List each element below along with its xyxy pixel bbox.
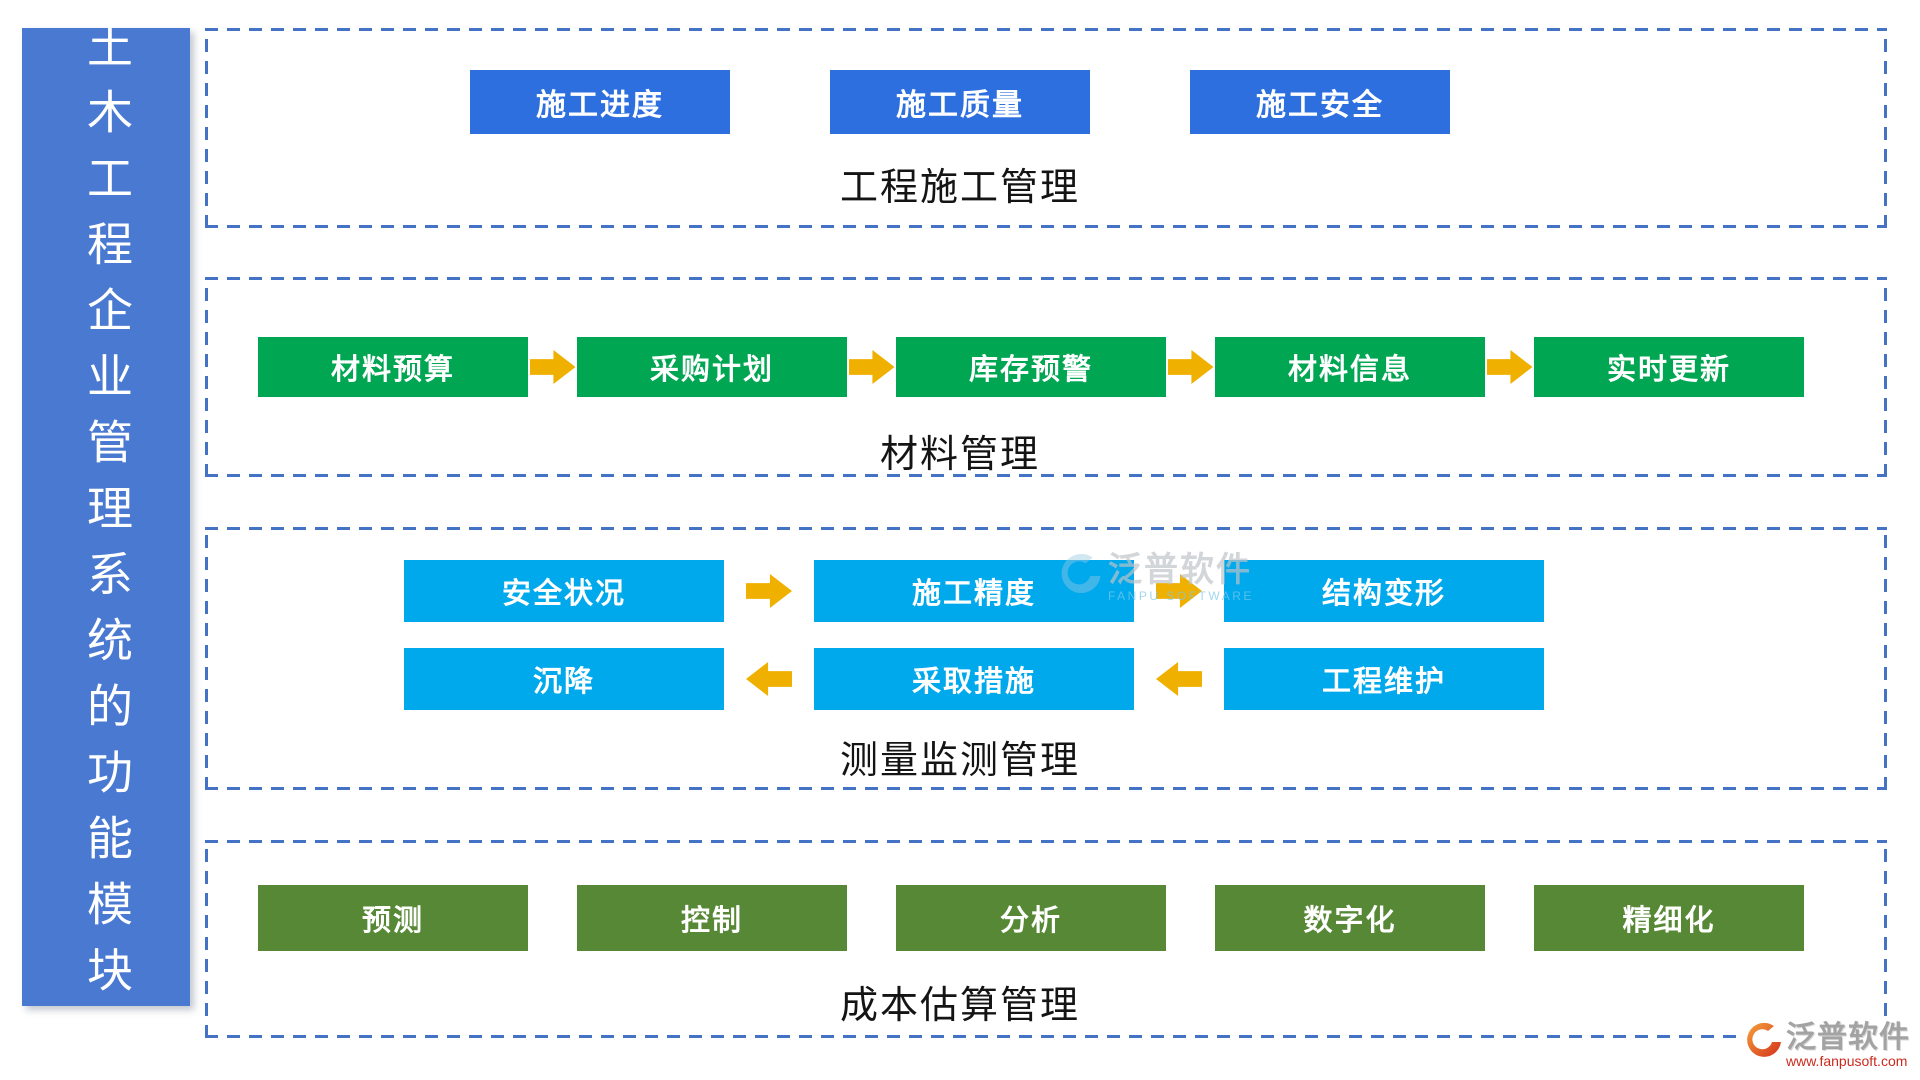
button-construction-safety[interactable]: 施工安全	[1190, 70, 1450, 134]
sidebar-title: 土木工程企业管理系统的功能模块	[81, 22, 132, 1012]
sidebar-banner: 土木工程企业管理系统的功能模块	[22, 22, 190, 1012]
button-control[interactable]: 控制	[577, 885, 847, 951]
arrow-right-icon	[746, 574, 792, 608]
section-cost: 预测 控制 分析 数字化 精细化 成本估算管理	[205, 840, 1887, 1038]
button-structural-deformation[interactable]: 结构变形	[1224, 560, 1544, 622]
button-forecast[interactable]: 预测	[258, 885, 528, 951]
button-take-measures[interactable]: 采取措施	[814, 648, 1134, 710]
cost-button-row: 预测 控制 分析 数字化 精细化	[258, 885, 1804, 951]
monitoring-row-bottom: 沉降 采取措施 工程维护	[404, 648, 1544, 710]
arrow-left-icon	[1156, 662, 1202, 696]
fanpu-logo-icon	[1747, 1022, 1781, 1057]
section-title-construction: 工程施工管理	[839, 167, 1080, 209]
button-material-info[interactable]: 材料信息	[1215, 337, 1485, 397]
button-purchase-plan[interactable]: 采购计划	[577, 337, 847, 397]
button-settlement[interactable]: 沉降	[404, 648, 724, 710]
button-construction-progress[interactable]: 施工进度	[470, 70, 730, 134]
arrow-right-icon	[848, 350, 895, 384]
vendor-url: www.fanpusoft.com	[1786, 1053, 1908, 1069]
arrow-right-icon	[1156, 574, 1202, 608]
button-inventory-warning[interactable]: 库存预警	[896, 337, 1166, 397]
arrow-right-icon	[529, 350, 576, 384]
button-material-budget[interactable]: 材料预算	[258, 337, 528, 397]
arrow-right-icon	[1486, 350, 1533, 384]
arrow-right-icon	[1167, 350, 1214, 384]
button-safety-status[interactable]: 安全状况	[404, 560, 724, 622]
vendor-logo: 泛普软件 www.fanpusoft.com	[1742, 1020, 1912, 1071]
section-monitoring: 安全状况 施工精度 结构变形 沉降 采取措施 工程维护 测量监测管理	[205, 527, 1887, 790]
section-title-cost: 成本估算管理	[839, 985, 1080, 1027]
button-construction-quality[interactable]: 施工质量	[830, 70, 1090, 134]
button-digitization[interactable]: 数字化	[1215, 885, 1485, 951]
section-title-material: 材料管理	[879, 434, 1040, 476]
section-construction: 施工进度 施工质量 施工安全 工程施工管理	[205, 28, 1887, 228]
button-construction-precision[interactable]: 施工精度	[814, 560, 1134, 622]
vendor-name: 泛普软件	[1786, 1021, 1910, 1054]
button-refinement[interactable]: 精细化	[1534, 885, 1804, 951]
section-title-monitoring: 测量监测管理	[839, 740, 1080, 782]
section-material: 材料预算 采购计划 库存预警 材料信息 实时更新 材料管理	[205, 277, 1887, 477]
button-realtime-update[interactable]: 实时更新	[1534, 337, 1804, 397]
construction-button-row: 施工进度 施工质量 施工安全	[470, 70, 1450, 134]
button-project-maintenance[interactable]: 工程维护	[1224, 648, 1544, 710]
arrow-left-icon	[746, 662, 792, 696]
material-button-row: 材料预算 采购计划 库存预警 材料信息 实时更新	[258, 337, 1804, 397]
monitoring-row-top: 安全状况 施工精度 结构变形	[404, 560, 1544, 622]
button-analysis[interactable]: 分析	[896, 885, 1166, 951]
